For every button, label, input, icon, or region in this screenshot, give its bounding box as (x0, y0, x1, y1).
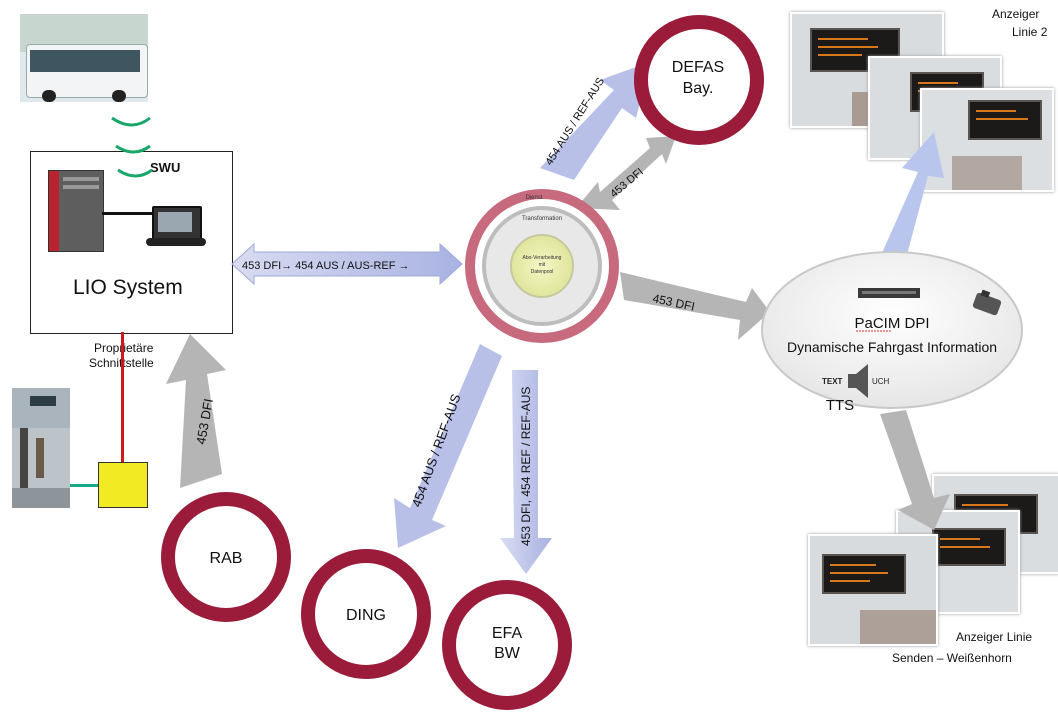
tts-logo-left: TEXT (822, 377, 843, 386)
lio-system-title: LIO System (73, 276, 183, 299)
arrow-hub-pacim (620, 272, 770, 340)
telephone-icon (972, 289, 1002, 316)
hub-inner-label-1: Abo-Verarbeitung (523, 255, 562, 261)
arrow-pacim-displays-top (878, 132, 944, 266)
display-top-caption-2: Linie 2 (1012, 25, 1048, 39)
connector-red-line (121, 332, 124, 466)
hub-inner-label-3: Datenpool (531, 269, 554, 275)
swu-label: SWU (150, 160, 181, 175)
hub-inner-label-2: mit (539, 262, 546, 268)
arrow-hub-efa (500, 370, 552, 574)
bus-stop-photo (12, 388, 70, 508)
wireless-signal-icon (111, 116, 153, 178)
tts-logo-right: UCH (872, 377, 890, 386)
hub-transformation-label: Transformation (522, 216, 562, 222)
pacim-title: PaCIM DPI (854, 315, 929, 332)
pacim-ellipse (761, 251, 1023, 409)
bus-photo (20, 14, 148, 102)
ding-label: DING (346, 607, 386, 624)
hub-inner-circle (510, 234, 574, 298)
display-top-caption-1: Anzeiger (992, 7, 1039, 21)
rab-label: RAB (210, 550, 243, 567)
arrow-lio-hub (231, 242, 463, 286)
server-rack-icon (48, 170, 104, 252)
arrow-pacim-displays-bottom (880, 410, 950, 530)
pacim-subtitle: Dynamische Fahrgast Information (787, 339, 997, 355)
display-photo-bottom-3 (808, 534, 938, 646)
display-bottom-caption-2: Senden – Weißenhorn (892, 651, 1012, 665)
arrow-hub-ding (394, 344, 502, 548)
efa-ring (442, 580, 572, 710)
defas-label-1: DEFAS (672, 59, 724, 76)
speaker-icon (848, 364, 868, 398)
keyboard-icon (146, 238, 206, 246)
arrow-text-lio-hub: 453 DFI→ 454 AUS / AUS-REF → (242, 260, 410, 272)
connector-teal-line (70, 484, 98, 487)
ding-ring (301, 549, 431, 679)
network-cable (102, 212, 152, 215)
arrow-rab-lio (166, 334, 226, 488)
arrow-hub-defas (540, 62, 650, 180)
arrow-defas-hub (576, 136, 676, 210)
tts-label: TTS (826, 397, 854, 414)
arrow-text-hub-efa: 453 DFI, 454 REF / REF-AUS (519, 387, 533, 546)
hub-top-label: Dienst (525, 195, 542, 201)
defas-label-2: Bay. (683, 80, 714, 97)
efa-label-1: EFA (492, 625, 523, 642)
defas-ring (634, 15, 764, 145)
rab-ring (161, 492, 291, 622)
junction-box (98, 462, 148, 508)
display-bottom-caption-1: Anzeiger Linie (956, 630, 1032, 644)
efa-label-2: BW (494, 645, 521, 662)
